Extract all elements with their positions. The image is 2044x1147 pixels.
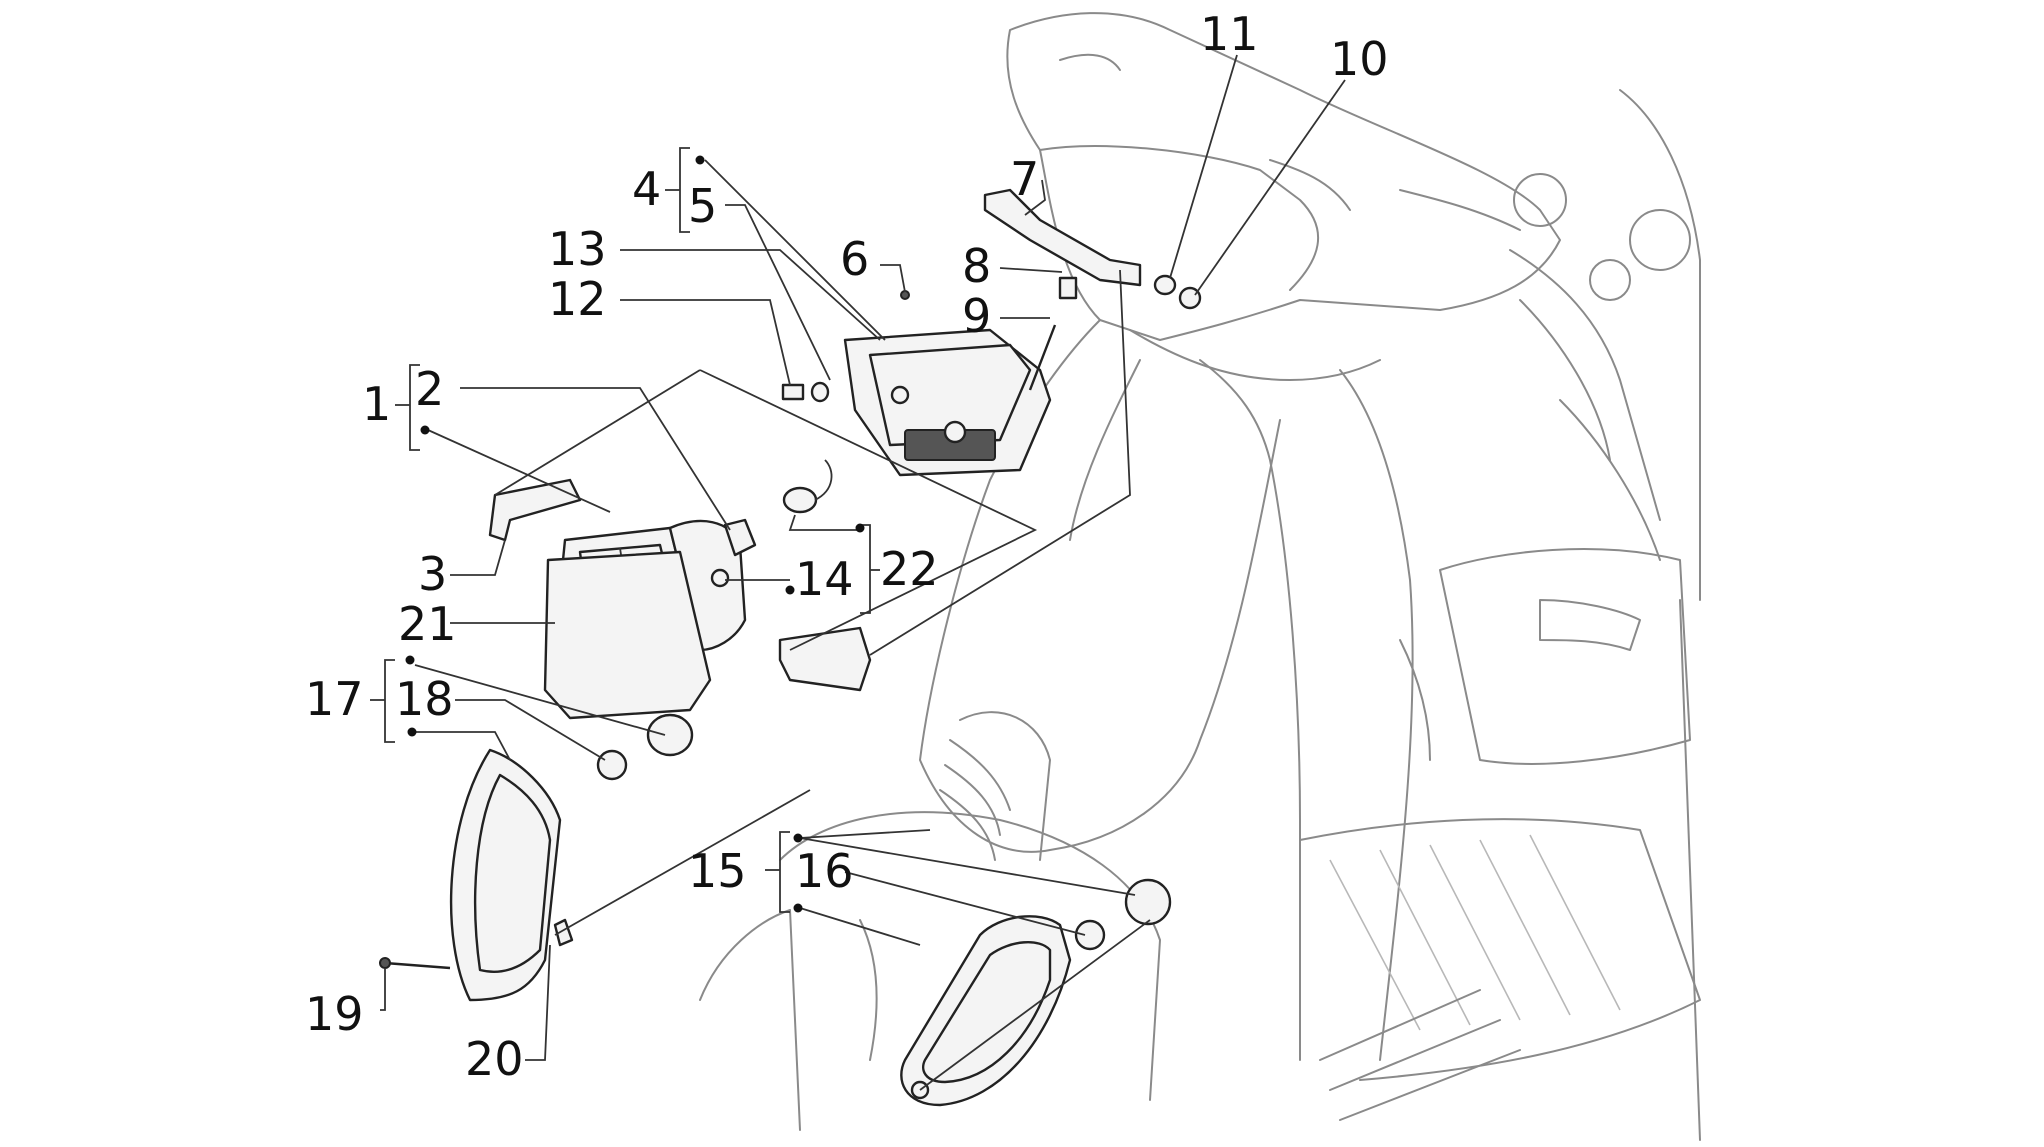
callout-3: 3 [418,547,447,601]
callout-12: 12 [548,272,607,326]
callout-2: 2 [415,362,444,416]
callout-6: 6 [840,232,869,286]
callout-18: 18 [395,672,454,726]
callout-labels: 1 2 3 4 5 6 7 8 9 10 11 12 13 14 15 16 1… [305,7,1389,1086]
headlight-support-bracket [781,276,1078,477]
callout-22: 22 [880,542,939,596]
callout-16: 16 [795,844,854,898]
headlight-assembly [488,459,872,720]
callout-10: 10 [1330,32,1389,86]
callout-21: 21 [398,597,457,651]
callout-17: 17 [305,672,364,726]
callout-4: 4 [632,162,661,216]
front-turn-signal-right [900,878,1172,1107]
callout-7: 7 [1010,152,1039,206]
callout-1: 1 [362,377,391,431]
scooter-body-outline [699,12,1701,1141]
bracket-7-and-screws [983,188,1202,310]
callout-14: 14 [795,552,854,606]
front-turn-signal-left [379,713,694,1002]
callout-8: 8 [962,239,991,293]
callout-15: 15 [688,844,747,898]
callout-5: 5 [688,179,717,233]
callout-20: 20 [465,1032,524,1086]
callout-11: 11 [1200,7,1259,61]
callout-dots [405,155,865,913]
callout-9: 9 [962,289,991,343]
callout-19: 19 [305,987,364,1041]
leader-lines [370,54,1346,1091]
callout-13: 13 [548,222,607,276]
